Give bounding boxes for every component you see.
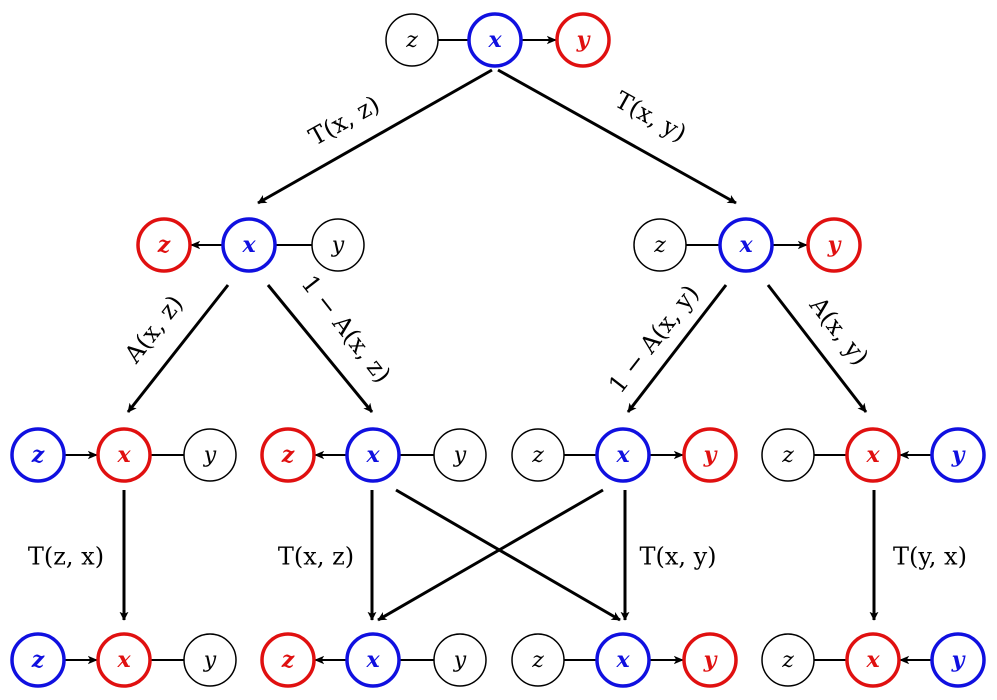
- node-label: y: [951, 442, 967, 468]
- node-x-red: [845, 632, 901, 688]
- node-label: x: [116, 647, 131, 673]
- node-label: y: [453, 648, 467, 673]
- node-label: z: [781, 648, 794, 673]
- node-label: x: [615, 442, 630, 468]
- node-label: x: [241, 232, 256, 258]
- node-label: x: [487, 27, 502, 53]
- node-label: x: [365, 647, 380, 673]
- node-z-blue: [10, 427, 66, 483]
- node-z-red: [136, 217, 192, 273]
- node-label: x: [738, 232, 753, 258]
- node-x-blue: [467, 12, 523, 68]
- transition-label: T(y, x): [893, 543, 967, 571]
- node-y-black: [183, 428, 237, 482]
- node-label: y: [331, 233, 345, 258]
- node-label: x: [865, 442, 880, 468]
- transition-arrow: [126, 284, 230, 413]
- node-label: z: [531, 443, 544, 468]
- transition-label: T(x, y): [639, 543, 716, 571]
- node-y-black: [433, 633, 487, 687]
- transition-arrow: [377, 488, 604, 622]
- node-x-red: [96, 427, 152, 483]
- transition-arrow: [257, 68, 493, 205]
- transition-arrow: [266, 284, 374, 413]
- node-z-black: [511, 428, 565, 482]
- node-y-black: [183, 633, 237, 687]
- node-label: y: [453, 443, 467, 468]
- node-label: y: [827, 232, 843, 258]
- transition-arrow: [766, 284, 868, 413]
- node-y-red: [682, 427, 738, 483]
- node-label: z: [781, 443, 794, 468]
- node-y-blue: [930, 632, 986, 688]
- state-configurations: z x y z x y z x y z x y z x y z x y z x y z x y z x y z x y z x y: [10, 12, 986, 688]
- node-label: z: [405, 28, 418, 53]
- node-x-blue: [595, 632, 651, 688]
- node-label: y: [576, 27, 592, 53]
- node-z-black: [633, 218, 687, 272]
- node-label: z: [31, 647, 45, 673]
- node-x-blue: [221, 217, 277, 273]
- node-x-red: [96, 632, 152, 688]
- transition-arrow: [395, 488, 621, 622]
- node-label: x: [865, 647, 880, 673]
- node-z-red: [260, 632, 316, 688]
- node-x-blue: [345, 427, 401, 483]
- node-label: x: [116, 442, 131, 468]
- node-y-black: [433, 428, 487, 482]
- transition-label: 1 − A(x, z): [296, 270, 397, 388]
- node-label: x: [365, 442, 380, 468]
- node-x-blue: [595, 427, 651, 483]
- node-label: y: [703, 442, 719, 468]
- node-label: z: [157, 232, 171, 258]
- transition-label: T(z, x): [28, 543, 104, 571]
- transition-arrow: [626, 284, 728, 413]
- node-z-black: [511, 633, 565, 687]
- transition-label: A(x, y): [803, 291, 874, 371]
- transition-label: A(x, z): [118, 290, 188, 369]
- transition-label: T(x, z): [278, 543, 354, 571]
- node-y-red: [682, 632, 738, 688]
- node-z-black: [761, 428, 815, 482]
- node-y-black: [311, 218, 365, 272]
- node-label: y: [703, 647, 719, 673]
- node-label: x: [615, 647, 630, 673]
- node-y-red: [806, 217, 862, 273]
- node-z-red: [260, 427, 316, 483]
- node-z-blue: [10, 632, 66, 688]
- transition-edges: T(x, z)T(x, y)A(x, z)1 − A(x, z)1 − A(x,…: [28, 68, 967, 622]
- node-label: y: [203, 648, 217, 673]
- node-x-blue: [718, 217, 774, 273]
- node-z-black: [385, 13, 439, 67]
- node-label: z: [653, 233, 666, 258]
- node-label: z: [31, 442, 45, 468]
- node-x-red: [845, 427, 901, 483]
- node-label: y: [203, 443, 217, 468]
- node-z-black: [761, 633, 815, 687]
- node-label: z: [531, 648, 544, 673]
- node-label: y: [951, 647, 967, 673]
- transition-arrow: [497, 68, 737, 205]
- node-label: z: [281, 647, 295, 673]
- node-x-blue: [345, 632, 401, 688]
- transition-label: T(x, z): [304, 90, 384, 151]
- node-y-blue: [930, 427, 986, 483]
- node-label: z: [281, 442, 295, 468]
- node-y-red: [555, 12, 611, 68]
